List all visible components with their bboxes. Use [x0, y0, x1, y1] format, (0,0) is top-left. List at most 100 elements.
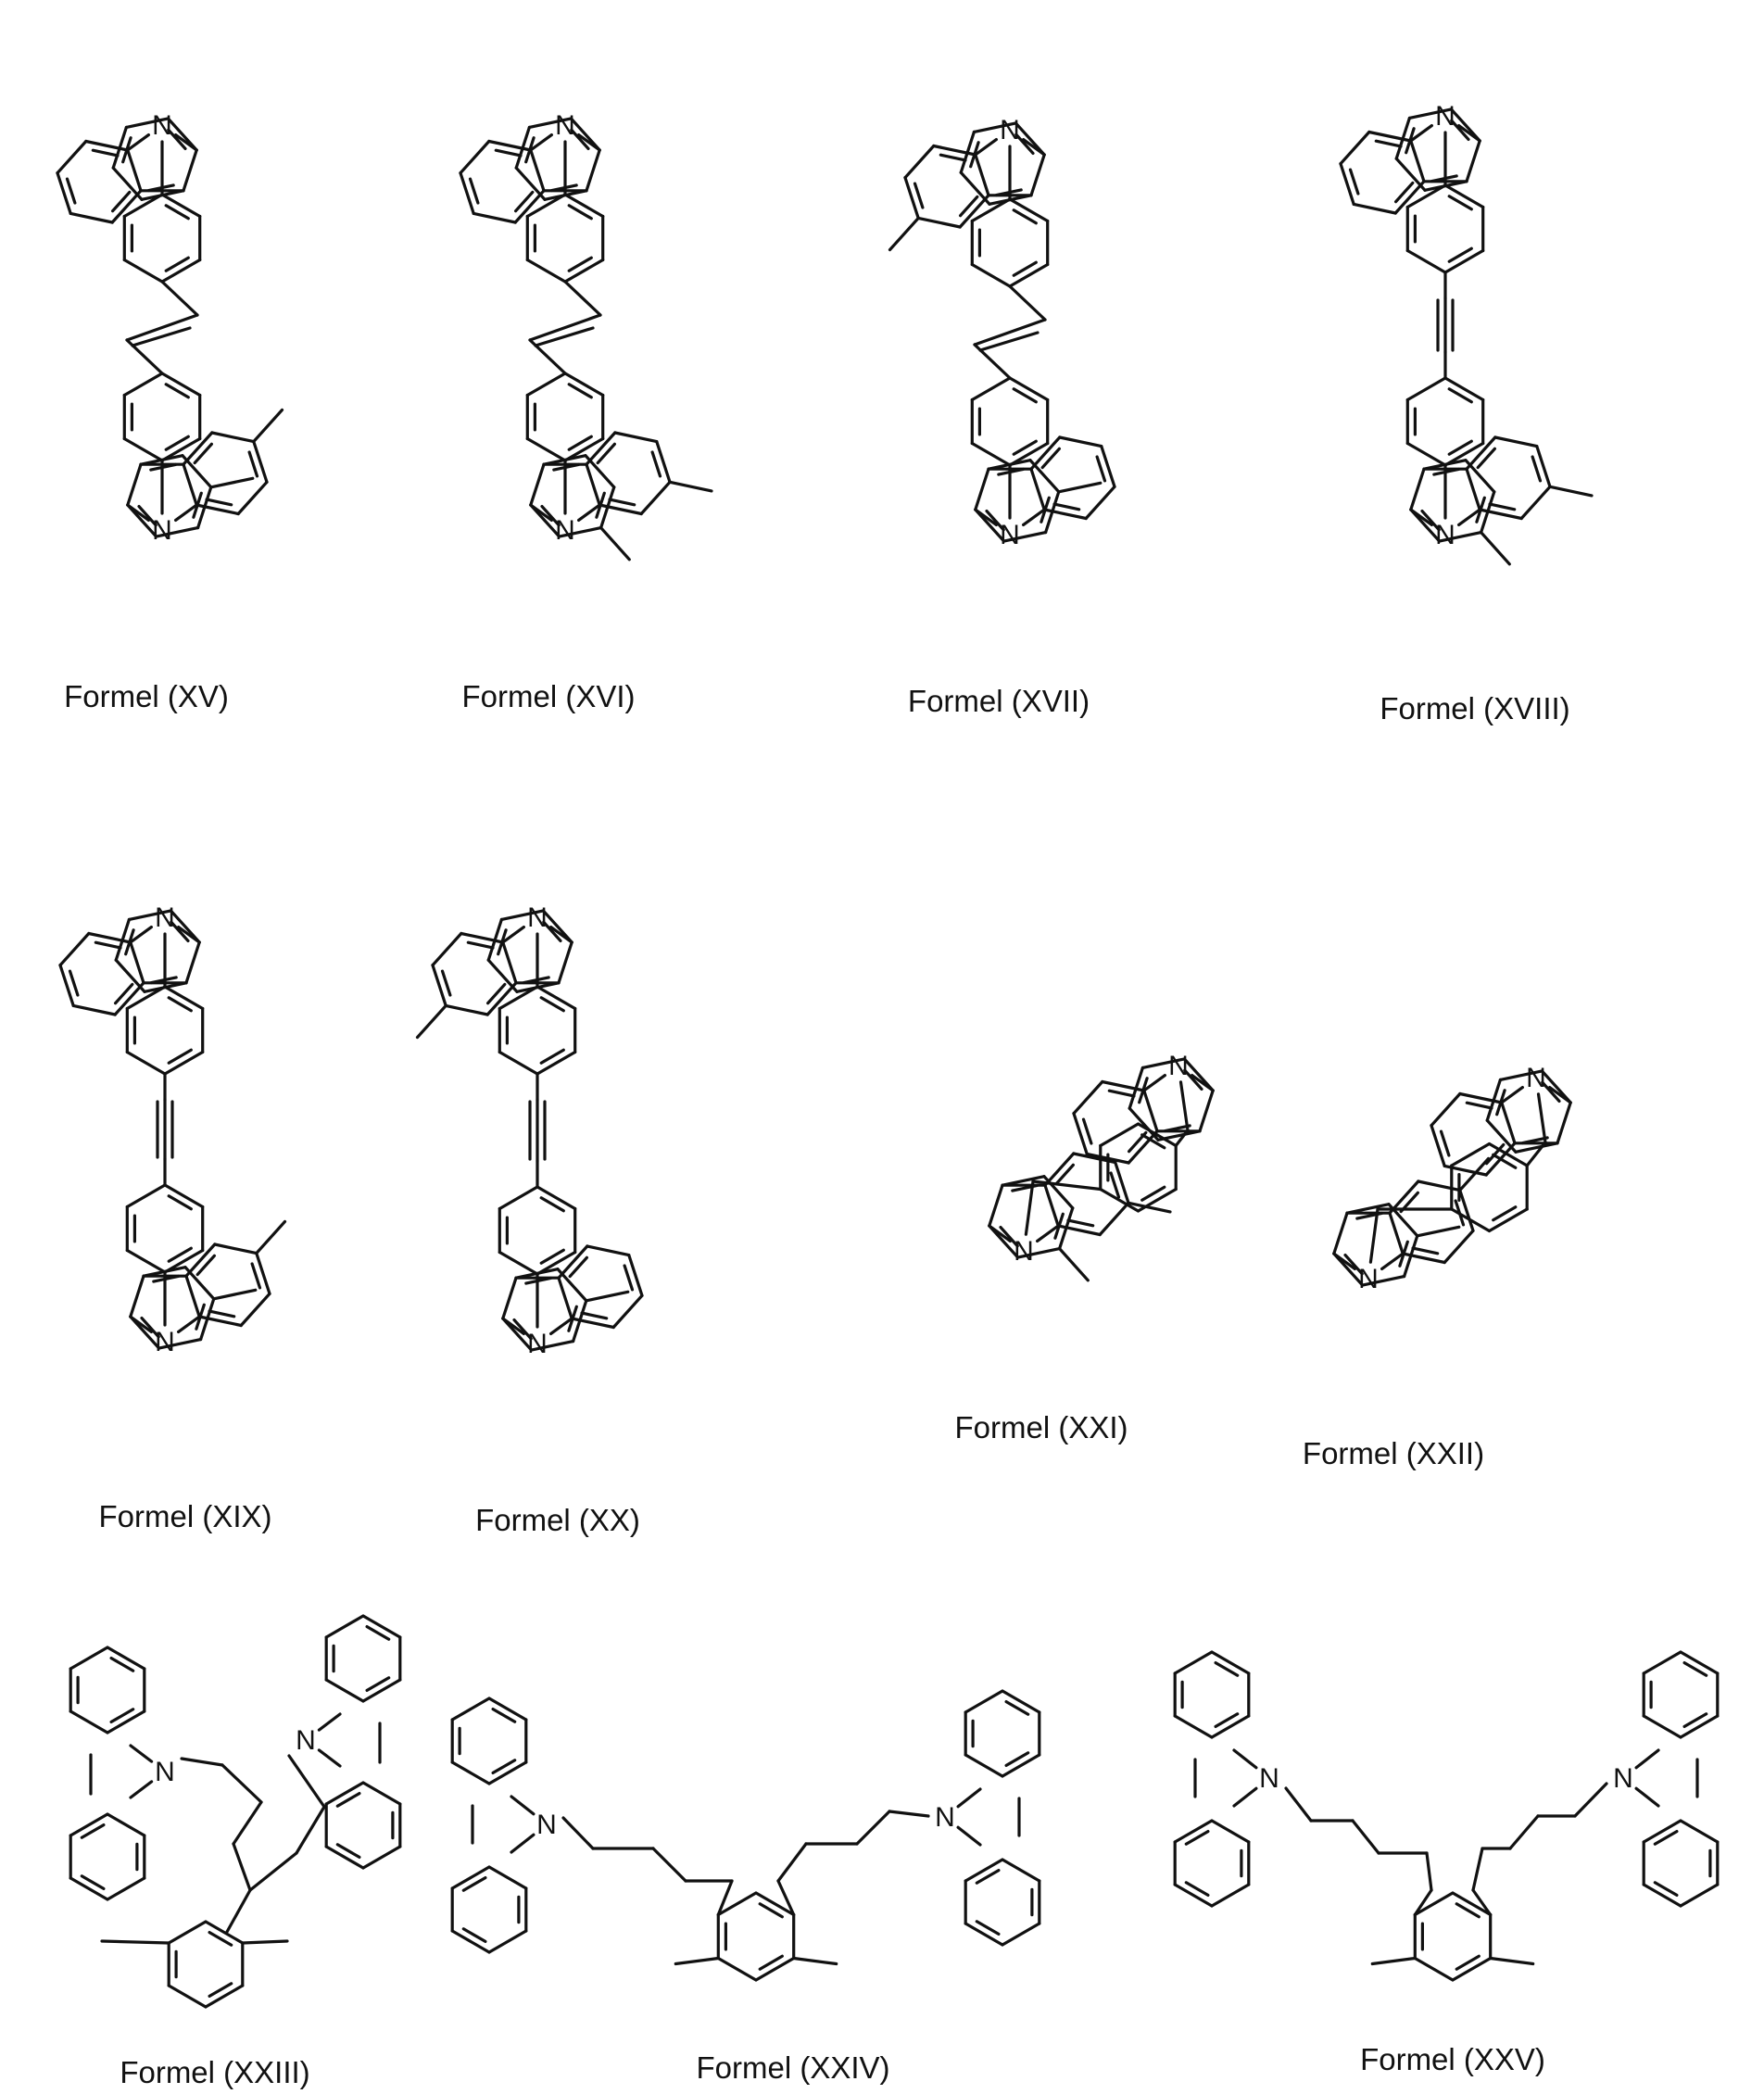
bond-line: [473, 213, 515, 222]
bond-line: [1532, 457, 1540, 481]
bond-line: [363, 1847, 400, 1868]
nitrogen-atom-label: N: [527, 1329, 548, 1359]
nitrogen-atom-label: N: [296, 1725, 316, 1756]
bond-line: [227, 1890, 250, 1932]
bond-line: [319, 1714, 340, 1730]
bond-line: [718, 1959, 756, 1981]
bond-line: [1636, 1788, 1658, 1806]
nitrogen-atom-label: N: [152, 110, 172, 141]
bond-line: [1372, 1959, 1415, 1964]
bond-line: [1100, 1203, 1128, 1234]
bond-line: [980, 333, 1038, 350]
bond-line: [460, 142, 489, 173]
bond-line: [496, 150, 521, 156]
bond-line: [1200, 1091, 1213, 1131]
nitrogen-atom-label: N: [555, 110, 575, 141]
bond-line: [289, 1756, 324, 1807]
bond-line: [1495, 437, 1537, 447]
bond-line: [418, 1005, 447, 1037]
bond-line: [890, 218, 919, 249]
bond-line: [1527, 1142, 1545, 1166]
bond-line: [1341, 132, 1369, 164]
bond-line: [503, 1278, 516, 1318]
bond-line: [1351, 170, 1358, 194]
formula-label-xix: Formel (XIX): [98, 1499, 271, 1533]
bond-line: [57, 142, 86, 173]
bond-line: [1442, 1131, 1449, 1155]
bond-line: [499, 1253, 537, 1275]
bond-line: [446, 1005, 487, 1015]
nitrogen-atom-label: N: [536, 1810, 557, 1840]
bond-line: [107, 1814, 145, 1835]
bond-line: [624, 1266, 632, 1290]
bond-line: [1101, 1124, 1139, 1146]
formula-xxii-structure: NN: [1334, 1063, 1570, 1294]
formula-xxi-structure: NN: [989, 1051, 1213, 1280]
nitrogen-atom-label: N: [1014, 1236, 1034, 1267]
bond-line: [296, 1807, 324, 1853]
bond-line: [1068, 1220, 1093, 1226]
bond-line: [1010, 286, 1045, 320]
bond-line: [211, 478, 253, 487]
bond-line: [915, 183, 923, 208]
bond-line: [1644, 1652, 1681, 1673]
bond-line: [857, 1811, 889, 1844]
bond-line: [489, 1867, 526, 1888]
formula-xx-structure: NN: [418, 902, 643, 1359]
bond-line: [965, 1755, 1002, 1776]
bond-line: [254, 410, 283, 441]
bond-line: [905, 146, 934, 178]
bond-line: [1370, 1209, 1378, 1262]
labels-layer: Formel (XV) Formel (XVI) Formel (XVII) F…: [64, 679, 1570, 2089]
bond-line: [1002, 1924, 1040, 1945]
bond-line: [527, 373, 565, 396]
bond-line: [582, 1313, 607, 1318]
bond-line: [1002, 1860, 1040, 1881]
nitrogen-atom-label: N: [1358, 1264, 1379, 1294]
bond-line: [1575, 1784, 1606, 1816]
bond-line: [182, 1759, 222, 1765]
bond-line: [1431, 1094, 1460, 1126]
bond-line: [1334, 1213, 1347, 1254]
bond-line: [319, 1750, 340, 1766]
formula-xxiv-structure: NN: [452, 1691, 1040, 1980]
bond-line: [1411, 469, 1424, 510]
bond-line: [1481, 533, 1510, 564]
bond-line: [233, 1844, 250, 1890]
bond-line: [169, 1922, 206, 1943]
bond-line: [1101, 1190, 1139, 1212]
bond-line: [958, 1789, 980, 1807]
bond-line: [252, 1264, 259, 1288]
bond-line: [107, 1878, 145, 1899]
nitrogen-atom-label: N: [1526, 1063, 1546, 1093]
bond-line: [233, 1802, 261, 1844]
bond-line: [326, 1616, 363, 1637]
bond-line: [1467, 1103, 1492, 1108]
nitrogen-atom-label: N: [527, 902, 548, 933]
nitrogen-atom-label: N: [155, 902, 175, 933]
nitrogen-atom-label: N: [152, 515, 172, 546]
bond-line: [1060, 1249, 1089, 1280]
bond-line: [641, 482, 670, 513]
bond-line: [1212, 1885, 1249, 1906]
formula-label-xxv: Formel (XXV): [1360, 2042, 1545, 2076]
bond-line: [471, 179, 478, 203]
bond-line: [586, 150, 599, 191]
formula-label-xv: Formel (XV): [64, 679, 229, 713]
bond-line: [889, 1811, 928, 1816]
bond-line: [1084, 1119, 1091, 1143]
bond-line: [1054, 504, 1079, 510]
bond-line: [212, 433, 254, 442]
bond-line: [238, 482, 267, 513]
bond-line: [1176, 1130, 1188, 1146]
bond-line: [214, 1290, 256, 1299]
bond-line: [1407, 444, 1445, 466]
bond-line: [1181, 1082, 1189, 1130]
formula-xvi-structure: NN: [460, 110, 712, 560]
formula-xv-structure: NN: [57, 110, 283, 546]
bond-line: [1086, 486, 1115, 518]
bond-line: [1407, 378, 1445, 400]
bond-line: [1427, 1853, 1431, 1890]
bond-line: [433, 934, 461, 965]
bond-line: [1550, 486, 1592, 496]
